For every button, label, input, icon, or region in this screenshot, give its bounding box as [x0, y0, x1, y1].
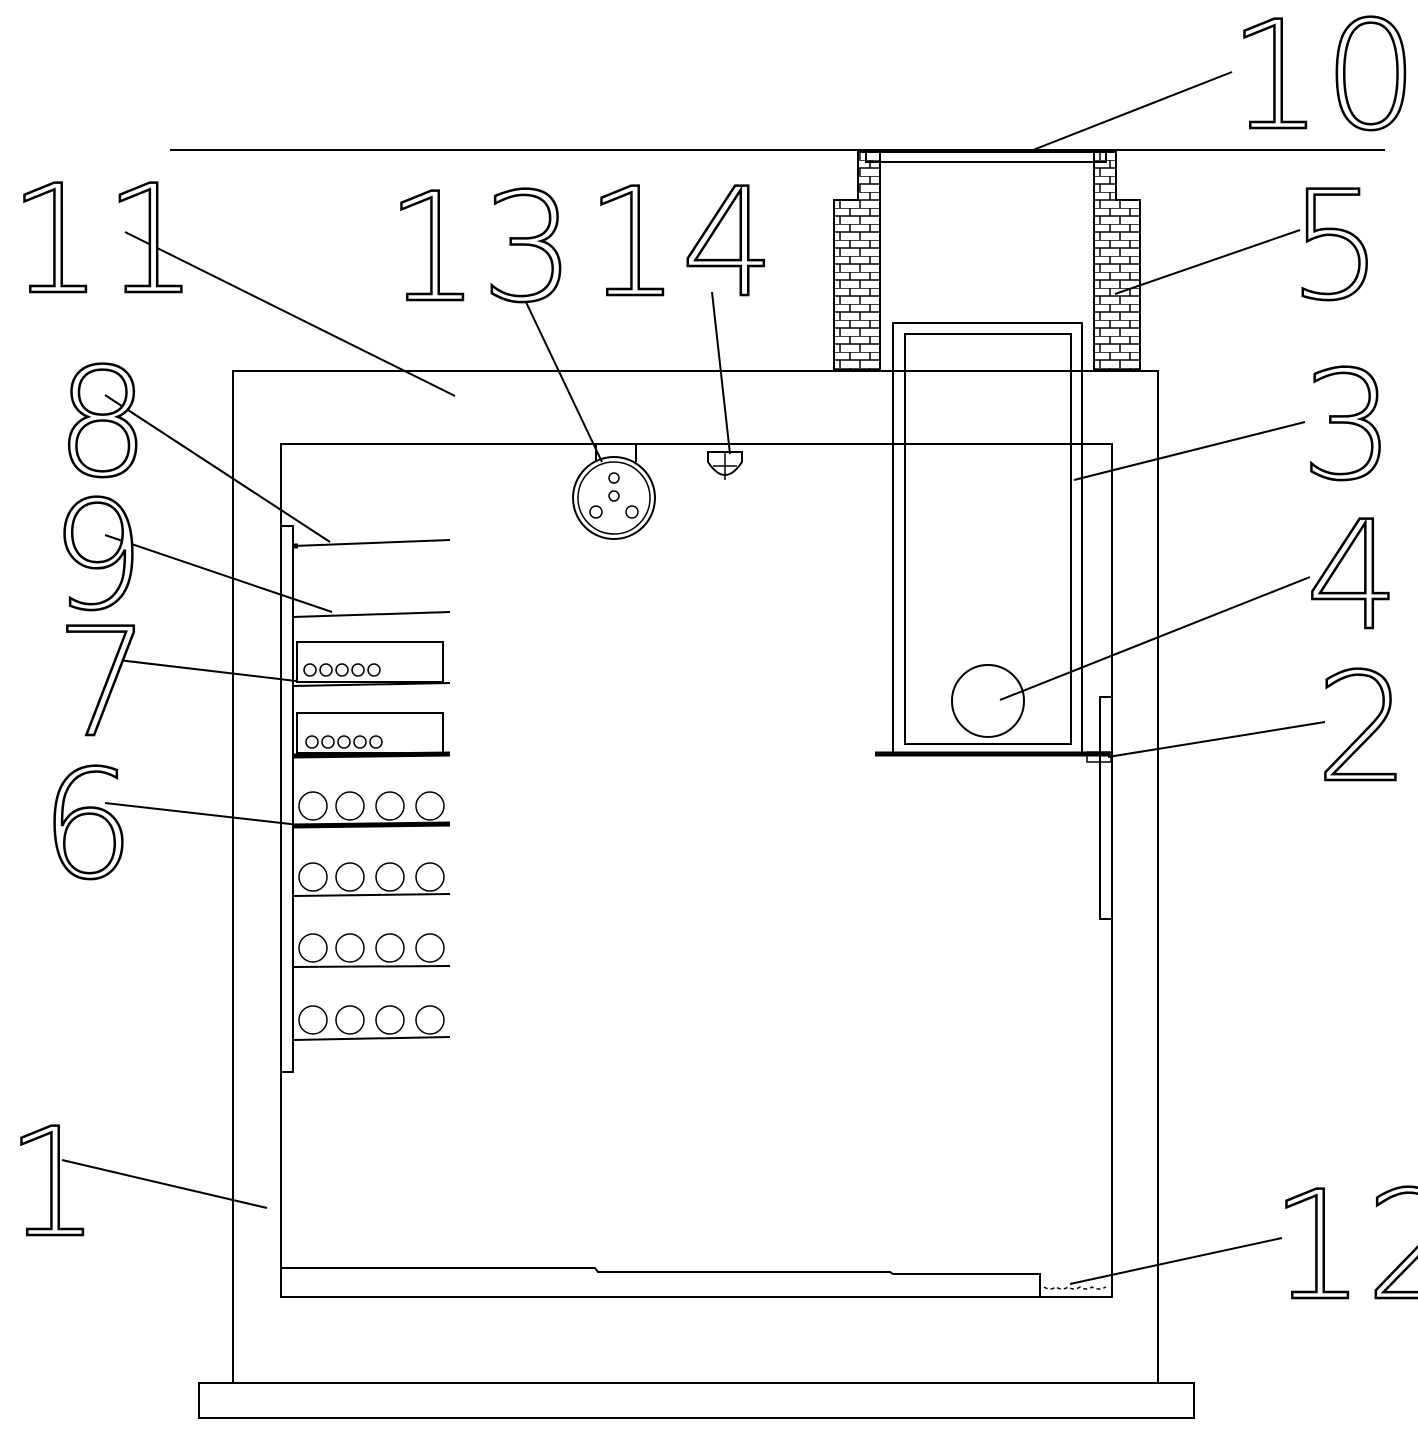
label-12: 12: [1270, 1160, 1418, 1334]
ceiling-heater: [572, 444, 656, 540]
base-plate: [198, 1382, 1195, 1419]
leader-lines: [61, 71, 1326, 1285]
shelves: [292, 539, 451, 1041]
chimney: [833, 151, 1141, 371]
label-14: 14: [585, 157, 776, 331]
label-11: 11: [8, 154, 199, 328]
label-10: 10: [1228, 0, 1418, 164]
label-8: 8: [55, 337, 150, 511]
rack-post: [280, 525, 294, 1073]
label-4: 4: [1305, 490, 1400, 664]
outer-cabinet: [232, 370, 1159, 1384]
label-2: 2: [1315, 642, 1410, 816]
label-1: 1: [5, 1097, 100, 1271]
vent-duct: [892, 322, 1083, 756]
label-7: 7: [55, 597, 150, 771]
label-9: 9: [50, 470, 145, 644]
inner-chamber: [280, 443, 1113, 1298]
bottom-tray: [281, 1267, 1107, 1297]
label-6: 6: [40, 739, 135, 913]
trays: [296, 641, 444, 754]
label-3: 3: [1300, 340, 1395, 514]
shelf-items: [298, 791, 445, 1035]
side-door: [1099, 696, 1113, 920]
label-13: 13: [385, 162, 576, 336]
ceiling-lamp: [707, 451, 743, 480]
fan-circle: [951, 664, 1025, 738]
label-5: 5: [1288, 160, 1383, 334]
